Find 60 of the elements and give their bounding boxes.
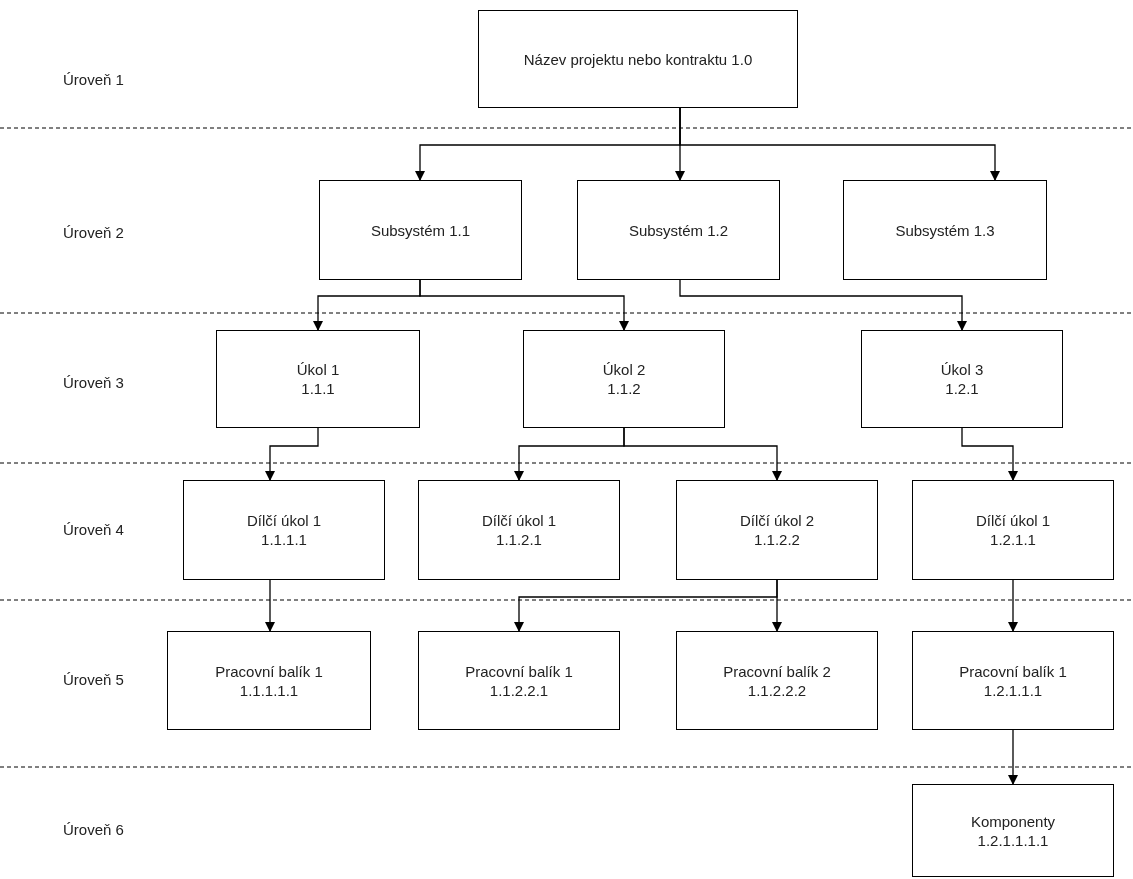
box-text: 1.2.1.1.1 <box>983 680 1043 700</box>
box-text: Úkol 3 <box>940 360 984 379</box>
box-text: 1.2.1 <box>945 379 979 398</box>
arrow <box>1008 579 1018 632</box>
level-label: Úroveň 5 <box>63 671 124 689</box>
arrow <box>265 427 319 481</box>
box-text: Pracovní balík 2 <box>723 661 831 681</box>
box-text: 1.1.2.2.2 <box>747 680 807 700</box>
wbs-box <box>843 180 1047 280</box>
box-text: Úkol 1 <box>296 360 340 379</box>
box-text: 1.1.1.1.1 <box>239 680 299 700</box>
arrow <box>772 579 782 632</box>
box-text: 1.2.1.1.1.1 <box>977 830 1049 850</box>
box-text: Název projektu nebo kontraktu 1.0 <box>523 49 753 69</box>
box-text: 1.1.2.2 <box>754 530 800 549</box>
wbs-box <box>861 330 1063 428</box>
box-text: Dílčí úkol 1 <box>481 511 557 530</box>
box-text: Dílčí úkol 1 <box>246 511 322 530</box>
wbs-box <box>577 180 780 280</box>
box-text: Subsystém 1.2 <box>628 220 729 240</box>
box-text: Subsystém 1.1 <box>370 220 471 240</box>
arrow <box>679 107 1000 181</box>
wbs-box <box>912 480 1114 580</box>
wbs-box <box>523 330 725 428</box>
level-label: Úroveň 1 <box>63 71 124 89</box>
box-text: Úkol 2 <box>602 360 646 379</box>
wbs-box <box>183 480 385 580</box>
arrow <box>419 279 629 331</box>
box-text: Dílčí úkol 2 <box>739 511 815 530</box>
arrow <box>265 579 275 632</box>
box-text: 1.2.1.1 <box>990 530 1036 549</box>
wbs-box <box>216 330 420 428</box>
box-text: Pracovní balík 1 <box>215 661 323 681</box>
wbs-box <box>418 480 620 580</box>
wbs-box <box>912 631 1114 730</box>
arrow <box>623 427 782 481</box>
wbs-box <box>478 10 798 108</box>
level-label: Úroveň 3 <box>63 374 124 392</box>
wbs-box <box>912 784 1114 877</box>
wbs-box <box>676 480 878 580</box>
wbs-box <box>167 631 371 730</box>
box-text: 1.1.1.1 <box>261 530 307 549</box>
box-text: Pracovní balík 1 <box>465 661 573 681</box>
level-label: Úroveň 4 <box>63 521 124 539</box>
box-text: Pracovní balík 1 <box>959 661 1067 681</box>
arrow <box>961 427 1018 481</box>
wbs-box <box>319 180 522 280</box>
box-text: Subsystém 1.3 <box>895 220 995 240</box>
box-text: 1.1.1 <box>301 379 335 398</box>
box-text: Komponenty <box>970 811 1056 831</box>
box-text: Dílčí úkol 1 <box>975 511 1051 530</box>
level-label: Úroveň 6 <box>63 821 124 839</box>
arrow <box>679 279 967 331</box>
wbs-box <box>676 631 878 730</box>
box-text: 1.1.2 <box>607 379 641 398</box>
box-text: 1.1.2.2.1 <box>489 680 549 700</box>
level-label: Úroveň 2 <box>63 224 124 242</box>
wbs-box <box>418 631 620 730</box>
arrow <box>1008 729 1018 785</box>
box-text: 1.1.2.1 <box>496 530 542 549</box>
